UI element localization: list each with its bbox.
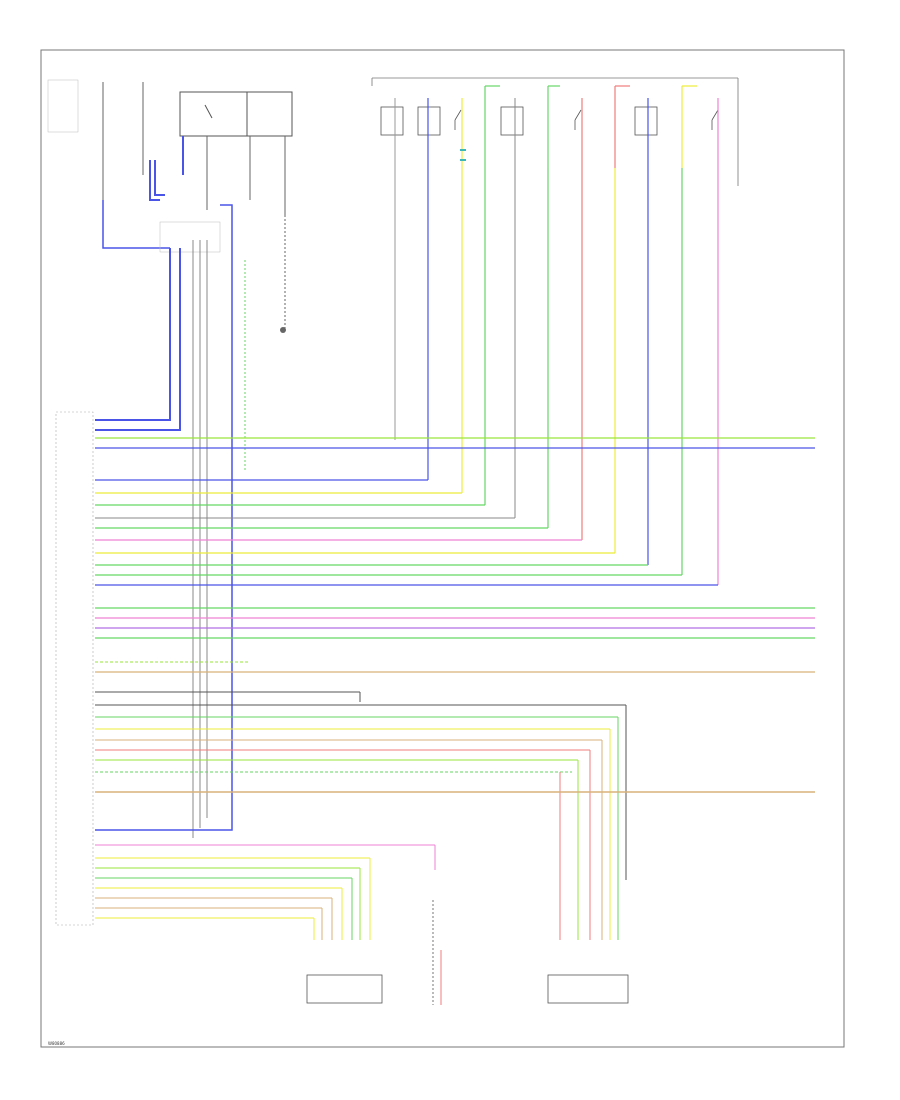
- relay-box: [179, 91, 293, 137]
- module-left-box: [306, 974, 383, 1004]
- module-right-box: [547, 974, 629, 1004]
- bottom-modules: [306, 900, 629, 1005]
- fuse-relay-section: [47, 79, 293, 838]
- footer-code: W80886: [48, 1041, 65, 1046]
- ecm-connector: [55, 411, 94, 926]
- diagram-border: [40, 49, 845, 1048]
- sensor-array-section: [371, 77, 739, 585]
- horizontal-wires: [95, 437, 815, 940]
